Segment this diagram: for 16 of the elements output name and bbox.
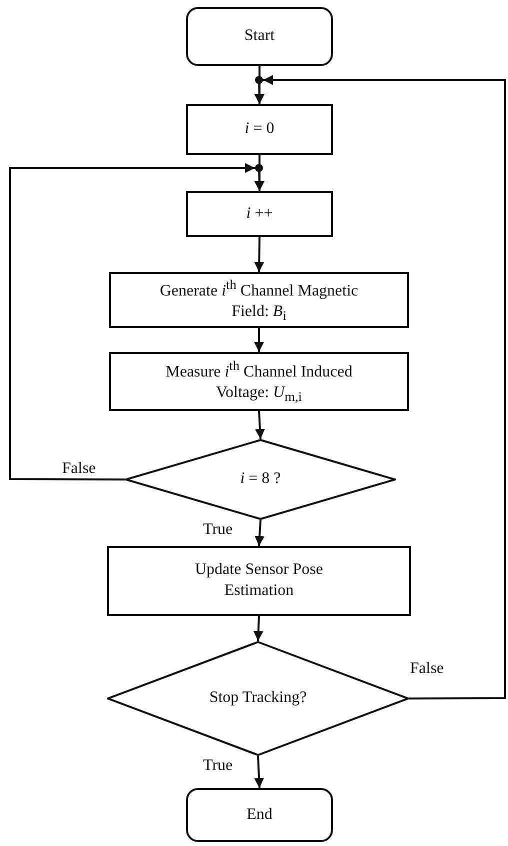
- box-text: i = 0: [244, 119, 274, 140]
- process-box: [109, 272, 409, 328]
- box-text: End: [246, 804, 272, 825]
- process-box: [186, 104, 333, 155]
- box-text: Start: [244, 26, 275, 46]
- box-text: Measure i$^{th}$ Channel Induced Voltage: U$_{m,i}$: [164, 357, 354, 406]
- box-text: i ++: [246, 204, 273, 224]
- box-text: Update Sensor Pose Estimation: [194, 560, 324, 601]
- terminal-box: [186, 7, 333, 66]
- decision-text: Stop Tracking?: [209, 688, 307, 708]
- process-box: [107, 546, 411, 616]
- decision-text: i = 8 ?: [240, 469, 281, 490]
- process-box: [186, 191, 333, 237]
- box-text: Generate i$^{th}$ Channel Magnetic Field: B$_{i}$: [158, 276, 360, 324]
- terminal-box: [186, 788, 333, 842]
- process-box: [109, 352, 409, 411]
